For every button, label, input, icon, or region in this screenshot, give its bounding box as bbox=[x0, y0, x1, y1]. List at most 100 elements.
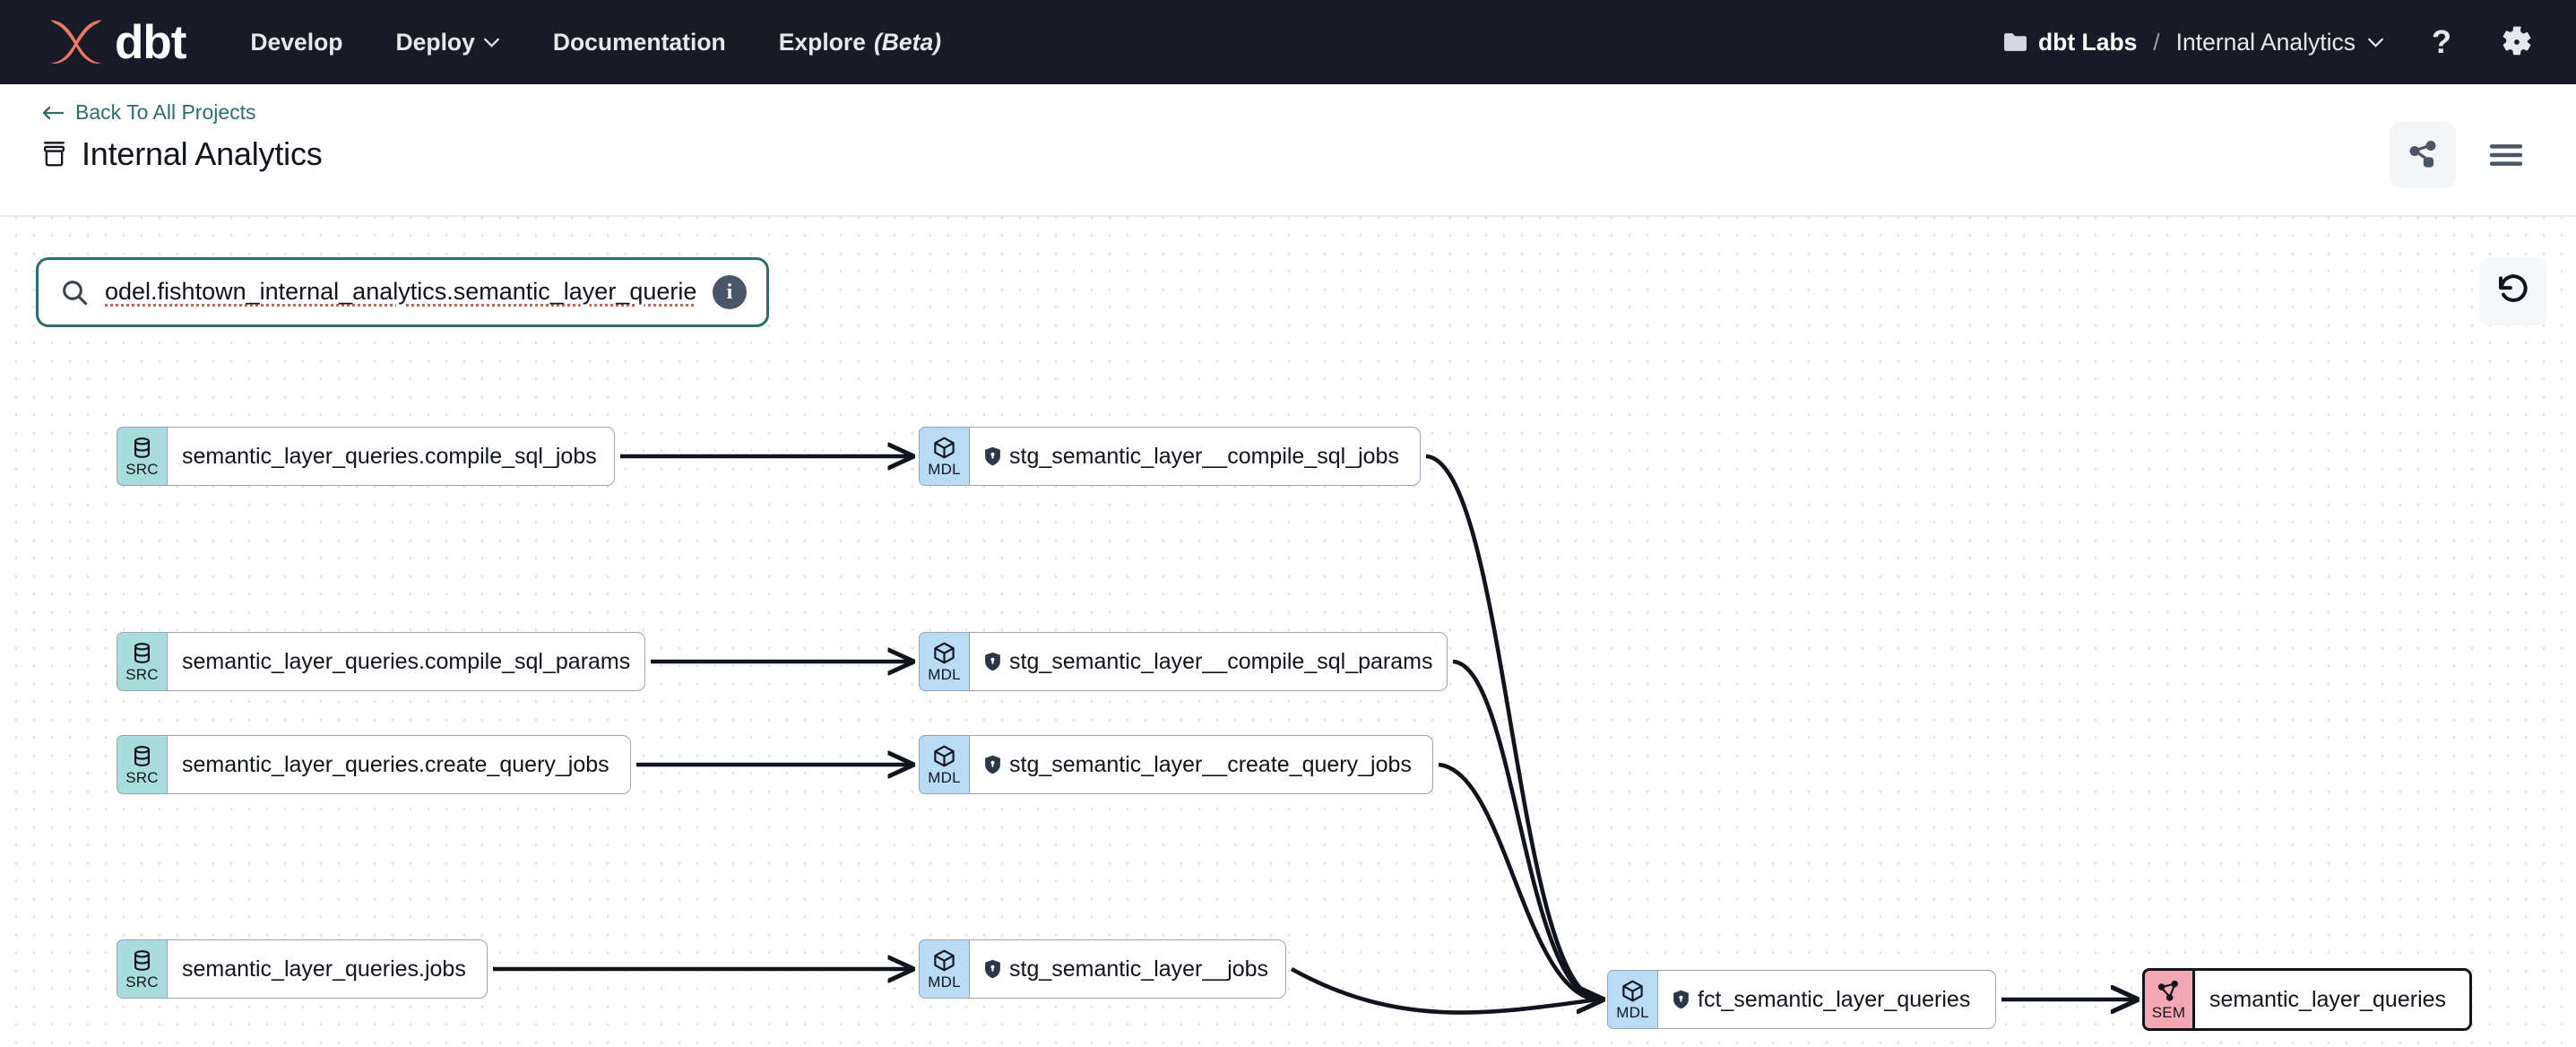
info-icon[interactable]: i bbox=[713, 275, 747, 309]
cube-icon bbox=[932, 436, 956, 460]
dbt-wordmark: dbt bbox=[115, 15, 186, 69]
graph-node[interactable]: SRC semantic_layer_queries.compile_sql_p… bbox=[117, 632, 646, 691]
node-type-badge: MDL bbox=[1607, 970, 1657, 1029]
org-breadcrumb[interactable]: dbt Labs bbox=[2003, 29, 2137, 56]
dbt-logo-icon bbox=[41, 15, 118, 69]
node-type-label: MDL bbox=[928, 973, 961, 991]
page-title-row: Internal Analytics bbox=[41, 135, 2535, 173]
node-body: semantic_layer_queries.compile_sql_jobs bbox=[167, 427, 615, 486]
node-type-badge: SRC bbox=[117, 427, 167, 486]
graph-node[interactable]: MDL stg_semantic_layer__jobs bbox=[919, 939, 1286, 999]
node-type-badge: MDL bbox=[919, 939, 969, 999]
nav-deploy[interactable]: Deploy bbox=[396, 29, 500, 56]
node-label: semantic_layer_queries.jobs bbox=[182, 956, 466, 982]
reset-undo-icon bbox=[2495, 272, 2531, 312]
node-label: stg_semantic_layer__compile_sql_params bbox=[1009, 648, 1433, 674]
database-icon bbox=[130, 948, 154, 973]
back-link-label: Back To All Projects bbox=[75, 100, 256, 124]
node-body: stg_semantic_layer__create_query_jobs bbox=[969, 735, 1433, 794]
node-label: semantic_layer_queries.compile_sql_jobs bbox=[182, 443, 597, 469]
navbar-right-cluster: dbt Labs / Internal Analytics ? bbox=[2003, 24, 2535, 60]
help-question-icon[interactable]: ? bbox=[2424, 24, 2459, 60]
node-label: stg_semantic_layer__create_query_jobs bbox=[1009, 751, 1412, 777]
subheader-actions bbox=[2390, 122, 2535, 188]
graph-node[interactable]: MDL fct_semantic_layer_queries bbox=[1607, 970, 1996, 1029]
node-label: stg_semantic_layer__compile_sql_jobs bbox=[1009, 443, 1399, 469]
gear-icon[interactable] bbox=[2499, 24, 2535, 60]
node-type-label: MDL bbox=[928, 666, 961, 683]
project-breadcrumb[interactable]: Internal Analytics bbox=[2176, 29, 2384, 56]
nav-documentation[interactable]: Documentation bbox=[553, 29, 726, 56]
nav-documentation-label: Documentation bbox=[552, 28, 726, 56]
search-input[interactable]: odel.fishtown_internal_analytics.semanti… bbox=[105, 278, 696, 306]
top-navbar: dbt Develop Deploy Documentation Explore… bbox=[0, 0, 2576, 84]
database-icon bbox=[130, 641, 154, 665]
database-icon bbox=[130, 744, 154, 768]
node-type-badge: SRC bbox=[117, 735, 167, 794]
graph-node[interactable]: SRC semantic_layer_queries.jobs bbox=[117, 939, 488, 999]
node-body: semantic_layer_queries.create_query_jobs bbox=[167, 735, 631, 794]
nav-deploy-label: Deploy bbox=[395, 28, 475, 56]
graph-node[interactable]: MDL stg_semantic_layer__compile_sql_para… bbox=[919, 632, 1448, 691]
nav-explore[interactable]: Explore (Beta) bbox=[779, 29, 941, 56]
cube-icon bbox=[932, 948, 956, 973]
node-body: semantic_layer_queries.compile_sql_param… bbox=[167, 632, 646, 691]
graph-node[interactable]: SRC semantic_layer_queries.create_query_… bbox=[117, 735, 631, 794]
primary-nav: Develop Deploy Documentation Explore (Be… bbox=[250, 29, 941, 56]
node-label: semantic_layer_queries.create_query_jobs bbox=[182, 751, 609, 777]
graph-node-selected[interactable]: SEM semantic_layer_queries bbox=[2142, 968, 2472, 1031]
back-to-all-projects-link[interactable]: Back To All Projects bbox=[41, 100, 256, 125]
nav-explore-label: Explore bbox=[778, 28, 866, 56]
lineage-canvas[interactable]: odel.fishtown_internal_analytics.semanti… bbox=[0, 217, 2576, 1047]
graph-node[interactable]: MDL stg_semantic_layer__compile_sql_jobs bbox=[919, 427, 1421, 486]
node-body: semantic_layer_queries bbox=[2192, 968, 2472, 1031]
node-body: semantic_layer_queries.jobs bbox=[167, 939, 488, 999]
help-glyph: ? bbox=[2432, 23, 2451, 60]
node-type-badge: MDL bbox=[919, 632, 969, 691]
folder-icon bbox=[2003, 32, 2027, 52]
project-box-icon bbox=[41, 141, 67, 168]
node-label: semantic_layer_queries.compile_sql_param… bbox=[182, 648, 631, 674]
node-type-label: MDL bbox=[1616, 1004, 1649, 1021]
node-type-label: SEM bbox=[2151, 1004, 2186, 1021]
arrow-left-icon bbox=[41, 106, 65, 120]
node-label: fct_semantic_layer_queries bbox=[1698, 986, 1971, 1012]
node-search-box[interactable]: odel.fishtown_internal_analytics.semanti… bbox=[36, 257, 769, 327]
graph-node[interactable]: SRC semantic_layer_queries.compile_sql_j… bbox=[117, 427, 615, 486]
node-type-badge: SEM bbox=[2142, 968, 2192, 1031]
org-name-label: dbt Labs bbox=[2038, 28, 2138, 56]
nav-develop-label: Develop bbox=[250, 28, 343, 56]
nav-explore-beta-tag: (Beta) bbox=[873, 28, 942, 56]
chevron-down-icon bbox=[2367, 38, 2384, 48]
node-type-label: SRC bbox=[125, 461, 159, 478]
dbt-brand[interactable]: dbt bbox=[41, 15, 186, 69]
breadcrumb-separator: / bbox=[2153, 28, 2160, 56]
reset-view-button[interactable] bbox=[2479, 257, 2547, 325]
project-subheader: Back To All Projects Internal Analytics bbox=[0, 84, 2576, 217]
node-type-label: MDL bbox=[928, 769, 961, 786]
chevron-down-icon bbox=[483, 38, 500, 48]
node-type-badge: SRC bbox=[117, 939, 167, 999]
cube-icon bbox=[932, 641, 956, 665]
semantic-graph-icon bbox=[2157, 979, 2181, 1003]
node-body: stg_semantic_layer__compile_sql_params bbox=[969, 632, 1448, 691]
graph-node[interactable]: MDL stg_semantic_layer__create_query_job… bbox=[919, 735, 1433, 794]
node-body: stg_semantic_layer__compile_sql_jobs bbox=[969, 427, 1421, 486]
cube-icon bbox=[1621, 979, 1645, 1003]
node-type-label: MDL bbox=[928, 461, 961, 478]
search-icon bbox=[60, 278, 89, 307]
node-label: semantic_layer_queries bbox=[2209, 986, 2447, 1012]
nav-develop[interactable]: Develop bbox=[250, 29, 342, 56]
cube-icon bbox=[932, 744, 956, 768]
shield-icon bbox=[984, 446, 1001, 466]
hamburger-menu-icon[interactable] bbox=[2477, 122, 2535, 188]
shield-icon bbox=[984, 652, 1001, 671]
node-type-label: SRC bbox=[125, 769, 159, 786]
database-icon bbox=[130, 436, 154, 460]
shield-icon bbox=[984, 755, 1001, 774]
node-body: fct_semantic_layer_queries bbox=[1657, 970, 1996, 1029]
lineage-graph-icon[interactable] bbox=[2390, 122, 2456, 188]
node-body: stg_semantic_layer__jobs bbox=[969, 939, 1286, 999]
shield-icon bbox=[1673, 990, 1690, 1009]
node-type-label: SRC bbox=[125, 973, 159, 991]
